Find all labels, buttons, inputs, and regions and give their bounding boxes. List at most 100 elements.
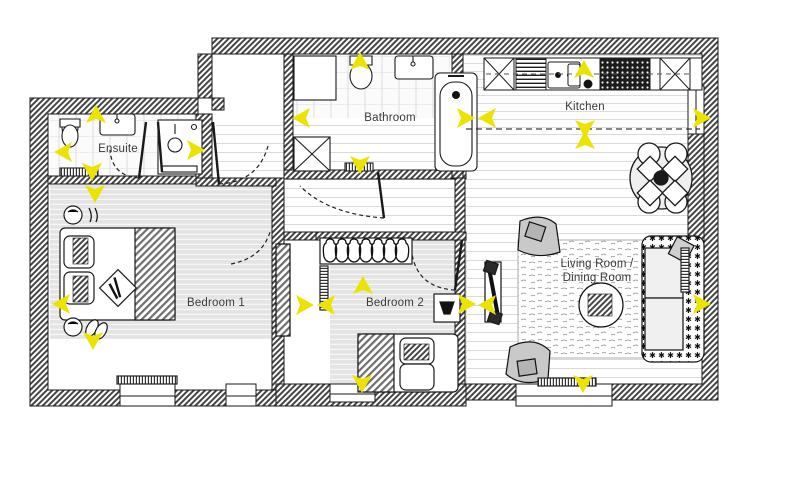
bathroom-fixtures [293,55,478,172]
view-marker-down[interactable] [350,156,370,174]
wardrobe-rail [275,243,291,337]
bed-1-duvet [134,227,176,321]
arrow-icon [575,131,595,149]
toilet-ensuite [59,118,81,128]
door-bedroom1 [211,121,269,185]
bathroom-niche [293,55,337,101]
door-bathroom [299,171,386,219]
radiator-ensuite [59,167,99,177]
kitchen-knob [583,79,593,89]
view-marker-up[interactable] [350,52,370,70]
arrow-icon [54,142,72,162]
arrow-icon [52,294,70,314]
door-bedroom2 [411,239,464,291]
ensuite-fixtures [59,113,203,177]
arrow-icon [85,185,105,203]
dining-chair-ne [661,155,689,183]
arrow-icon [292,108,310,128]
view-marker-left[interactable] [317,295,335,315]
view-marker-down[interactable] [83,332,103,350]
room-label-kitchen: Kitchen [565,101,605,113]
arrow-icon [296,295,314,315]
arrow-icon [86,105,106,123]
arrow-icon [457,108,475,128]
door-shower [156,121,164,173]
view-marker-right[interactable] [187,140,205,160]
arrow-icon [350,156,370,174]
radiator-living-east [680,247,690,293]
view-marker-left[interactable] [292,108,310,128]
view-marker-down[interactable] [85,185,105,203]
view-marker-down[interactable] [573,375,593,393]
nightstand-bottom [63,317,83,337]
room-label-bedroom1: Bedroom 1 [187,297,245,309]
wall-bedroom1-north [195,177,277,187]
view-marker-right[interactable] [693,108,711,128]
view-marker-right[interactable] [457,108,475,128]
lamp-top [88,207,98,223]
room-label-living_line2: Dining Room [563,272,632,284]
shower-tray-lip [161,165,198,173]
shower-head [167,137,183,153]
room-label-ensuite: Ensuite [98,143,138,155]
view-marker-left[interactable] [54,142,72,162]
wall-bathroom-south [283,169,467,180]
arrow-icon [573,375,593,393]
radiator-bedroom2 [319,265,329,311]
arrow-icon [350,52,370,70]
view-marker-right[interactable] [693,294,711,314]
view-marker-up[interactable] [574,60,594,78]
view-marker-right[interactable] [458,294,476,314]
view-markers[interactable] [52,52,711,393]
view-marker-down[interactable] [82,163,102,181]
living-furniture [482,216,705,387]
arrow-icon [187,140,205,160]
view-marker-left[interactable] [478,108,496,128]
room-label-bedroom2: Bedroom 2 [366,297,424,309]
window-living-south [515,383,613,407]
arrow-icon [478,108,496,128]
bedroom1-furniture [59,205,178,385]
view-marker-down[interactable] [352,375,372,393]
dining-chair-se [661,179,689,207]
radiator-living-south [537,377,597,387]
arrow-icon [693,108,711,128]
view-marker-up[interactable] [86,105,106,123]
arrow-icon [458,294,476,314]
washbasin-bathroom [394,55,434,80]
view-marker-left[interactable] [52,294,70,314]
lamp-2 [439,301,455,315]
view-marker-right[interactable] [296,295,314,315]
window-bedroom1 [119,383,176,407]
arrow-icon [83,332,103,350]
dining-chair-sw [636,179,664,207]
arrow-icon [317,295,335,315]
doors [109,121,464,291]
room-label-living_line1: Living Room / [561,258,635,270]
armchair-top [517,216,561,257]
dining-set [629,142,693,214]
table-centerpiece [653,170,669,186]
wall-ensuite-south [47,175,201,185]
door-ensuite [109,121,148,179]
view-marker-left[interactable] [478,295,496,315]
radiator-bedroom1 [116,375,178,385]
view-marker-down[interactable] [575,120,595,138]
nightstand-top [63,205,83,225]
hangers [322,238,410,263]
arrow-icon [574,60,594,78]
view-marker-up[interactable] [575,131,595,149]
sofa [641,235,705,363]
arrow-icon [82,163,102,181]
window-bedroom1-b [225,383,257,407]
arrow-icon [352,375,372,393]
arrow-icon [353,276,373,294]
arrow-icon [478,295,496,315]
armchair-bottom [505,341,551,384]
view-marker-up[interactable] [353,276,373,294]
room-label-bathroom: Bathroom [364,112,415,124]
arrow-icon [693,294,711,314]
